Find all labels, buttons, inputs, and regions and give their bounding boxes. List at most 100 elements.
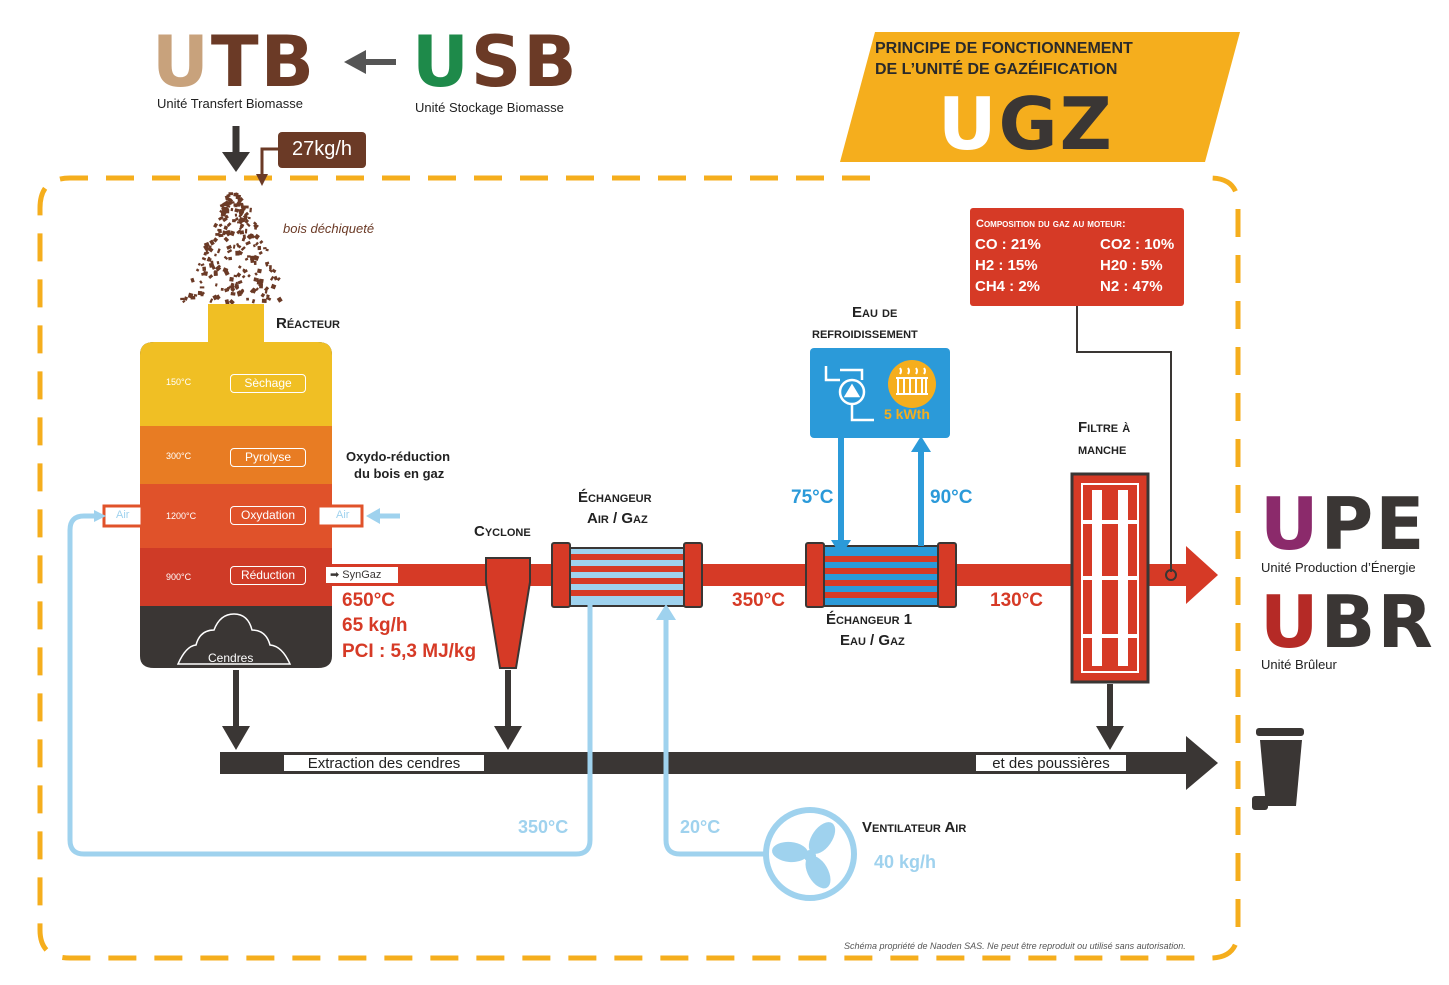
cooling-power: 5 kWth <box>884 406 930 422</box>
utb-logo-rest: TB <box>210 21 316 103</box>
copyright-notice: Schéma propriété de Naoden SAS. Ne peut … <box>844 941 1186 951</box>
upe-subtitle: Unité Production d’Énergie <box>1261 560 1416 575</box>
utb-logo-u: U <box>152 21 211 103</box>
upe-logo-u: U <box>1260 482 1321 566</box>
zone-temp-pyrolysis: 300°C <box>166 451 192 461</box>
air-label-right: Air <box>336 509 350 521</box>
usb-subtitle: Unité Stockage Biomasse <box>415 100 564 115</box>
gas-item-h2o: H20 : 5% <box>1100 257 1163 274</box>
ugz-boundary <box>37 175 1241 961</box>
water-exchanger-line2: Eau / Gaz <box>840 632 905 649</box>
gas-item-n2: N2 : 47% <box>1100 278 1163 295</box>
cold-air-loop <box>663 616 766 857</box>
filter-line1: Filtre à <box>1078 419 1131 436</box>
syngas-text: SynGaz <box>342 569 382 581</box>
gas-composition-panel: Composition du gaz au moteur: CO : 21% C… <box>970 208 1184 306</box>
gas-item-co2: CO2 : 10% <box>1100 236 1175 253</box>
ugz-logo-rest: GZ <box>998 82 1114 166</box>
zone-label-oxidation: Oxydation <box>230 506 306 525</box>
ugz-logo-u: U <box>938 82 999 166</box>
feed-arrow <box>222 126 250 172</box>
fan-icon <box>772 822 836 889</box>
ash-drop-arrow-cyclone <box>494 670 522 750</box>
ash-label: Cendres <box>208 651 254 665</box>
extraction-arrow <box>1186 736 1218 790</box>
reactor-output-pci: PCI : 5,3 MJ/kg <box>342 641 477 662</box>
upe-logo: UPE <box>1260 484 1426 564</box>
oxydo-line2: du bois en gaz <box>354 466 445 481</box>
gas-item-ch4: CH4 : 2% <box>975 278 1041 295</box>
cold-air-temp: 20°C <box>680 817 721 837</box>
cooling-line1: Eau de <box>852 304 898 321</box>
ugz-logo: UGZ <box>938 84 1114 164</box>
air-label-left: Air <box>116 509 130 521</box>
hot-air-temp: 350°C <box>518 817 569 837</box>
zone-label-pyrolysis: Pyrolyse <box>230 448 306 467</box>
reactor-zone-oxidation <box>140 484 332 548</box>
extraction-label-left: Extraction des cendres <box>307 755 461 772</box>
air-gas-exchanger <box>551 542 703 608</box>
cooling-temp-out: 90°C <box>930 487 973 508</box>
wood-chips <box>180 192 283 305</box>
oxydo-line1: Oxydo-réduction <box>346 449 451 464</box>
header-banner <box>840 32 1240 162</box>
utb-logo: UTB <box>152 22 316 102</box>
extraction-label-right: et des poussières <box>992 755 1110 772</box>
air-port-right <box>316 504 364 528</box>
cyclone-label: Cyclone <box>474 523 531 540</box>
gas-composition-title: Composition du gaz au moteur: <box>976 218 1126 230</box>
syngas-label: ➡ SynGaz <box>330 568 381 581</box>
reactor-title: Réacteur <box>276 315 341 332</box>
filter-line2: manche <box>1078 441 1127 458</box>
feed-rate-box <box>278 132 366 168</box>
ash-pile <box>176 613 292 665</box>
reactor-output-temp: 650°C <box>342 590 396 611</box>
header-title-line2: DE L’UNITÉ DE GAZÉIFICATION <box>875 61 1118 78</box>
usb-to-utb-arrow <box>344 50 396 74</box>
usb-logo: USB <box>412 22 579 102</box>
air-in-arrow-left <box>94 510 106 522</box>
upe-logo-rest: PE <box>1320 482 1427 566</box>
pump-icon <box>824 366 874 422</box>
hot-air-loop <box>67 513 593 857</box>
wood-chips-label: bois déchiqueté <box>283 221 375 236</box>
ubr-logo-u: U <box>1260 580 1321 664</box>
bag-filter <box>1070 472 1150 684</box>
gas-item-h2: H2 : 15% <box>975 257 1038 274</box>
temp-after-air-exchanger: 350°C <box>732 590 786 611</box>
water-gas-exchanger <box>805 542 957 608</box>
reactor-output-flow: 65 kg/h <box>342 615 408 636</box>
header-title-line1: PRINCIPE DE FONCTIONNEMENT <box>875 40 1133 57</box>
cooling-temp-in: 75°C <box>791 487 834 508</box>
gas-pipe <box>332 564 1188 586</box>
feed-rate-leader <box>260 147 278 178</box>
waste-bin-icon <box>1252 728 1304 810</box>
ubr-logo: UBR <box>1260 582 1435 662</box>
cooling-line2: refroidissement <box>812 325 918 342</box>
cyclone-body <box>485 557 531 669</box>
heat-icon-circle <box>888 360 936 408</box>
ubr-logo-rest: BR <box>1320 580 1435 664</box>
zone-label-drying: Sèchage <box>230 374 306 393</box>
reactor-zone-pyrolysis <box>140 426 332 484</box>
gas-item-co: CO : 21% <box>975 236 1041 253</box>
syngas-arrow-icon: ➡ <box>330 569 340 581</box>
usb-logo-rest: SB <box>470 21 579 103</box>
water-exchanger-line1: Échangeur 1 <box>826 611 913 628</box>
feed-rate: 27kg/h <box>291 138 353 160</box>
air-in-arrow-right <box>366 508 400 524</box>
reactor-zone-reduction <box>140 548 332 606</box>
utb-subtitle: Unité Transfert Biomasse <box>157 96 303 111</box>
zone-temp-reduction: 900°C <box>166 572 192 582</box>
air-exchanger-line1: Échangeur <box>578 489 652 506</box>
ash-drop-arrow-reactor <box>222 670 250 750</box>
usb-logo-u: U <box>412 21 471 103</box>
zone-temp-oxidation: 1200°C <box>166 511 197 521</box>
composition-leader <box>1076 306 1172 572</box>
gas-outlet-arrow <box>1186 546 1218 604</box>
temp-after-water-exchanger: 130°C <box>990 590 1044 611</box>
zone-label-reduction: Réduction <box>230 566 306 585</box>
fan-flow: 40 kg/h <box>874 852 937 872</box>
fan-label: Ventilateur Air <box>862 819 967 836</box>
